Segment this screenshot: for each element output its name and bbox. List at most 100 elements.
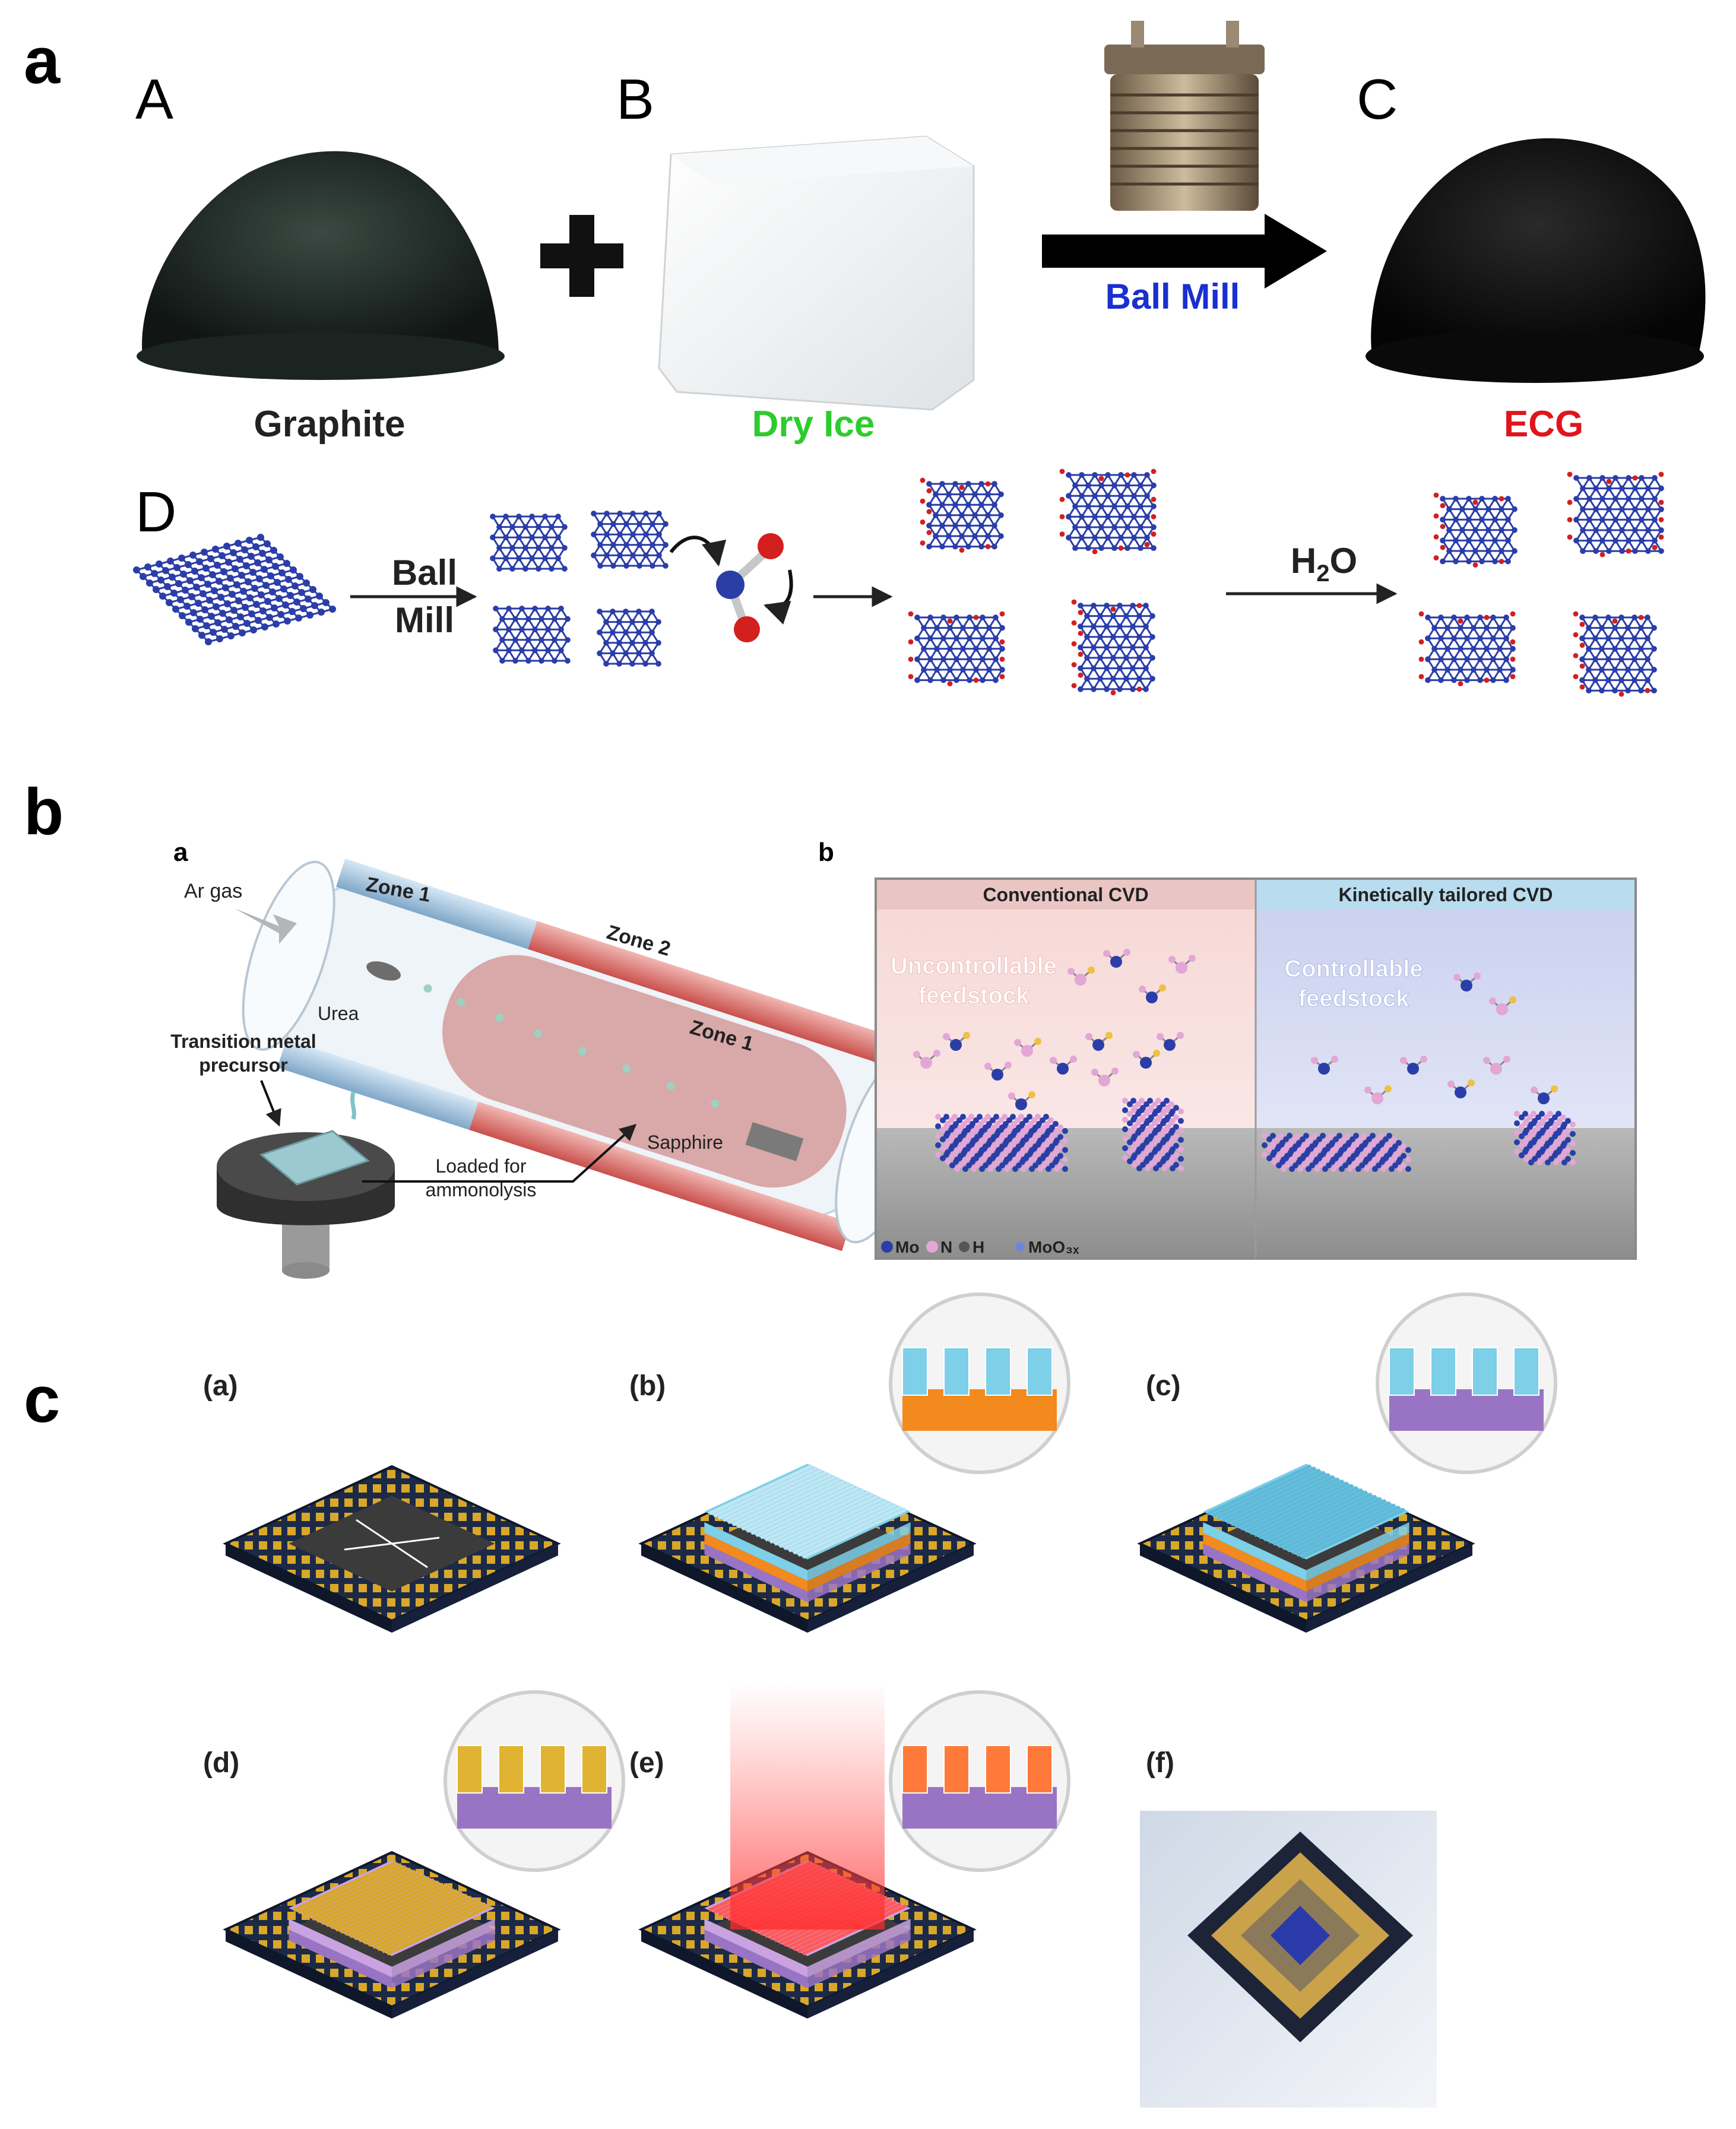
- feedstock-molecule: [1157, 1032, 1184, 1051]
- feedstock-molecule: [984, 1062, 1012, 1081]
- feedstock-molecule: [1085, 1032, 1113, 1051]
- lattice-patch: [1567, 471, 1664, 557]
- feedstock-molecule: [1014, 1038, 1041, 1057]
- label-C: C: [1357, 68, 1398, 131]
- feedstock-molecule: [1311, 1056, 1338, 1075]
- lattice-patch: [920, 477, 1004, 553]
- crystal-stack: [1514, 1111, 1576, 1165]
- feedstock-molecule: [1531, 1085, 1558, 1104]
- feedstock-molecule: [1400, 1056, 1427, 1075]
- step-d-label: (d): [203, 1747, 239, 1779]
- legend-n: N: [940, 1238, 952, 1256]
- ball-mill-step-label-1: Ball: [392, 553, 457, 593]
- uncontrollable-label-1: Uncontrollable: [891, 953, 1057, 979]
- feedstock-molecule: [1103, 949, 1130, 968]
- ball-mill-jar-photo: [1104, 21, 1265, 211]
- feedstock-molecule: [1133, 1050, 1160, 1069]
- co2-molecule: [669, 533, 793, 642]
- chip-step-b: [638, 1292, 1070, 1633]
- step-f-label: (f): [1146, 1747, 1174, 1779]
- dry-ice-label: Dry Ice: [752, 404, 875, 445]
- lattice-patch: [1418, 611, 1516, 686]
- controllable-label-2: feedstock: [1298, 986, 1409, 1012]
- plus-icon: [540, 215, 623, 297]
- ball-mill-label: Ball Mill: [1105, 277, 1240, 316]
- lattice-patch: [1433, 492, 1518, 568]
- feedstock-molecule: [1008, 1091, 1035, 1110]
- water-h: H: [1291, 541, 1316, 581]
- urea-label: Urea: [318, 1003, 359, 1024]
- water-subscript: 2: [1316, 560, 1329, 587]
- feedstock-molecule: [1050, 1056, 1077, 1075]
- feedstock-molecule: [1067, 967, 1095, 986]
- label-B: B: [616, 68, 654, 131]
- ball-mill-step-label-2: Mill: [395, 600, 454, 640]
- precursor-label-2: precursor: [199, 1054, 287, 1076]
- dry-ice-photo: [658, 135, 975, 411]
- feedstock-molecule: [1447, 1079, 1475, 1098]
- legend-moo: MoO₃ₓ: [1028, 1238, 1079, 1256]
- chip-step-c: [1137, 1292, 1557, 1633]
- subpanel-b-b: b: [818, 838, 834, 867]
- loaded-pointer: [362, 1124, 637, 1183]
- ar-gas-arrow: [235, 908, 297, 944]
- lattice-patch: [493, 606, 571, 664]
- mo-n-crystals: [935, 1098, 1576, 1172]
- feedstock-molecule: [1168, 955, 1196, 974]
- legend-mo: Mo: [895, 1238, 919, 1256]
- process-arrow: [1042, 214, 1327, 289]
- graphene-fragments-1: [490, 511, 669, 667]
- lattice-patch: [597, 609, 661, 667]
- precursor-pointer: [260, 1080, 281, 1127]
- feedstock-molecule: [1489, 996, 1516, 1015]
- ecg-label: ECG: [1504, 404, 1583, 445]
- packaged-chip-photo: [1140, 1811, 1437, 2108]
- panel-c: c (a) (b) (c) (d) (e) (f): [24, 1292, 1557, 2108]
- water-label: H2O: [1291, 541, 1357, 587]
- graphite-photo: [137, 151, 505, 380]
- ecg-photo: [1366, 138, 1706, 383]
- feedstock-molecule: [913, 1050, 940, 1069]
- panel-letter-b: b: [24, 775, 64, 848]
- step-c-label: (c): [1146, 1370, 1181, 1402]
- step-a-label: (a): [203, 1370, 238, 1402]
- graphene-sheet: [133, 534, 336, 645]
- step-b-label: (b): [629, 1370, 666, 1402]
- legend-h: H: [972, 1238, 984, 1256]
- chip-step-d: [223, 1690, 625, 2019]
- graphite-label: Graphite: [254, 404, 406, 445]
- kinetic-cvd-label: Kinetically tailored CVD: [1339, 884, 1553, 905]
- crystal-stack: [935, 1114, 1068, 1172]
- precursor-label-1: Transition metal: [170, 1031, 316, 1052]
- feedstock-molecule: [1139, 984, 1166, 1003]
- sapphire-label: Sapphire: [647, 1132, 723, 1153]
- spin-coater: [217, 1092, 395, 1279]
- lattice-patch: [1059, 468, 1157, 555]
- feedstock-molecule: [1453, 972, 1481, 991]
- lattice-patch: [591, 511, 669, 569]
- conventional-cvd-label: Conventional CVD: [983, 884, 1148, 905]
- panel-letter-a: a: [24, 24, 61, 97]
- lattice-patch: [490, 514, 568, 572]
- panel-letter-c: c: [24, 1363, 60, 1436]
- label-A: A: [135, 68, 173, 131]
- controllable-label-1: Controllable: [1284, 956, 1423, 982]
- step-e-label: (e): [629, 1747, 664, 1779]
- lattice-patch: [1573, 611, 1657, 697]
- crystal-stack: [1262, 1133, 1411, 1172]
- panel-a: a A B C Graphite Dry Ice: [24, 21, 1706, 697]
- ar-gas-label: Ar gas: [184, 880, 242, 902]
- panel-b: b a b Ar gas Zone 1 Zone 2 Zone 1 Urea: [24, 775, 1637, 1279]
- lattice-patch: [908, 611, 1005, 686]
- feedstock-molecules: [913, 949, 1558, 1110]
- lattice-patch: [1071, 599, 1155, 696]
- label-D: D: [135, 480, 176, 544]
- feedstock-molecule: [1091, 1067, 1119, 1086]
- graphene-fragments-3: [1418, 471, 1664, 697]
- chip-step-a: [223, 1465, 561, 1633]
- chip-step-e: [638, 1680, 1070, 2019]
- crystal-stack: [1122, 1098, 1184, 1171]
- water-o: O: [1329, 541, 1357, 581]
- feedstock-molecule: [943, 1032, 970, 1051]
